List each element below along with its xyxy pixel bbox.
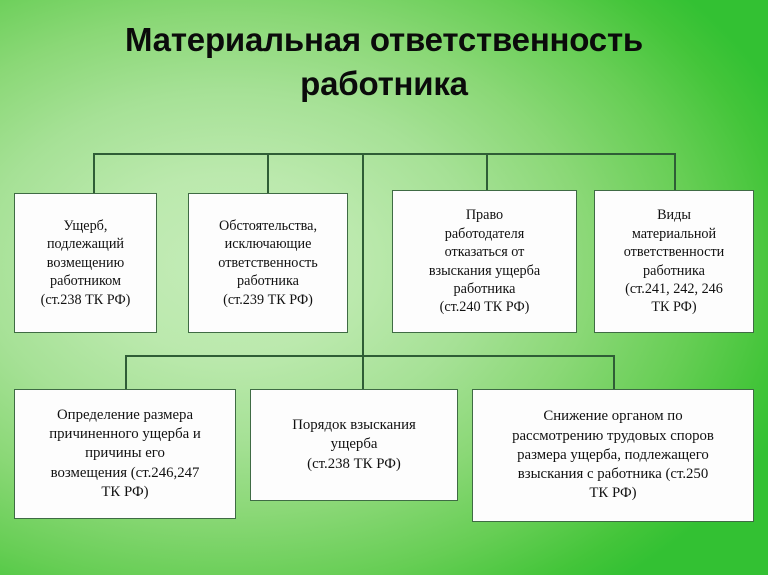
node-types-of-material-liability[interactable]: Виды материальной ответственности работн… bbox=[594, 190, 754, 333]
node-damage-subject-to-compensation[interactable]: Ущерб, подлежащий возмещению работником … bbox=[14, 193, 157, 333]
connector-top-stub-box1 bbox=[93, 153, 95, 194]
connector-top-horizontal-bar bbox=[93, 153, 676, 155]
connector-top-stub-box4 bbox=[674, 153, 676, 194]
connector-bottom-stub-box6 bbox=[362, 355, 364, 389]
page-title: Материальная ответственность работника bbox=[124, 21, 644, 102]
node-circumstances-excluding-liability[interactable]: Обстоятельства, исключающие ответственно… bbox=[188, 193, 348, 333]
connector-top-stub-box2 bbox=[267, 153, 269, 194]
connector-top-stub-box3 bbox=[486, 153, 488, 194]
node-damage-recovery-procedure[interactable]: Порядок взыскания ущерба (ст.238 ТК РФ) bbox=[250, 389, 458, 501]
connector-bottom-stub-box5 bbox=[125, 355, 127, 389]
connector-top-spine bbox=[362, 153, 364, 356]
node-determining-damage-amount[interactable]: Определение размера причиненного ущерба … bbox=[14, 389, 236, 519]
connector-bottom-horizontal-bar bbox=[125, 355, 615, 357]
node-employer-right-to-refuse-recovery[interactable]: Право работодателя отказаться от взыскан… bbox=[392, 190, 577, 333]
node-reduction-by-labor-dispute-body[interactable]: Снижение органом по рассмотрению трудовы… bbox=[472, 389, 754, 522]
connector-bottom-stub-box7 bbox=[613, 355, 615, 389]
